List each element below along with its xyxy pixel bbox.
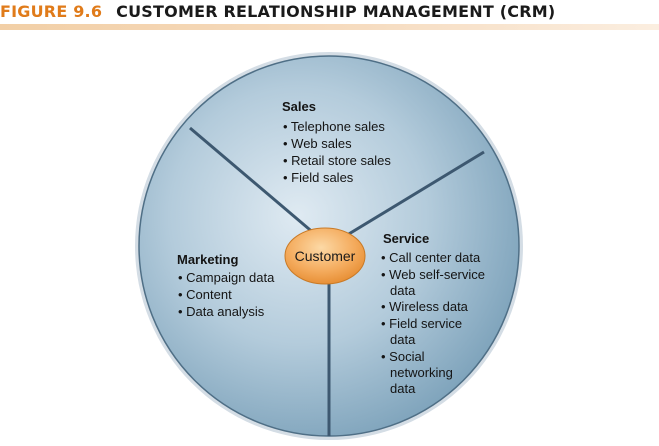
service-item: • Field service [381,316,462,331]
sales-item: • Field sales [283,170,354,185]
segment-sales: Sales • Telephone sales • Web sales • Re… [282,99,391,185]
service-item: networking [390,365,453,380]
service-item: • Web self-service [381,267,485,282]
service-item: data [390,332,416,347]
marketing-item: • Data analysis [178,304,265,319]
service-item: data [390,381,416,396]
service-item: • Social [381,349,425,364]
figure-header: FIGURE 9.6 CUSTOMER RELATIONSHIP MANAGEME… [0,0,659,30]
customer-ellipse [284,227,366,285]
divider-sales-service [328,150,485,248]
service-title: Service [383,231,429,246]
center-customer: Customer [284,227,366,285]
sales-title: Sales [282,99,316,114]
sales-item: • Retail store sales [283,153,391,168]
sales-item: • Web sales [283,136,352,151]
customer-label: Customer [295,248,356,264]
figure-number: FIGURE 9.6 [0,2,103,21]
service-item: • Wireless data [381,299,469,314]
segment-marketing: Marketing • Campaign data • Content • Da… [177,252,275,319]
header-rule [0,24,659,30]
segment-service: Service • Call center data • Web self-se… [381,231,485,396]
figure-title: FIGURE 9.6 CUSTOMER RELATIONSHIP MANAGEME… [0,2,555,21]
figure-caption: CUSTOMER RELATIONSHIP MANAGEMENT (CRM) [116,2,556,21]
service-item: data [390,283,416,298]
divider-sales-marketing [189,126,330,248]
marketing-title: Marketing [177,252,238,267]
marketing-item: • Content [178,287,232,302]
marketing-item: • Campaign data [178,270,275,285]
service-item: • Call center data [381,250,481,265]
sales-item: • Telephone sales [283,119,385,134]
